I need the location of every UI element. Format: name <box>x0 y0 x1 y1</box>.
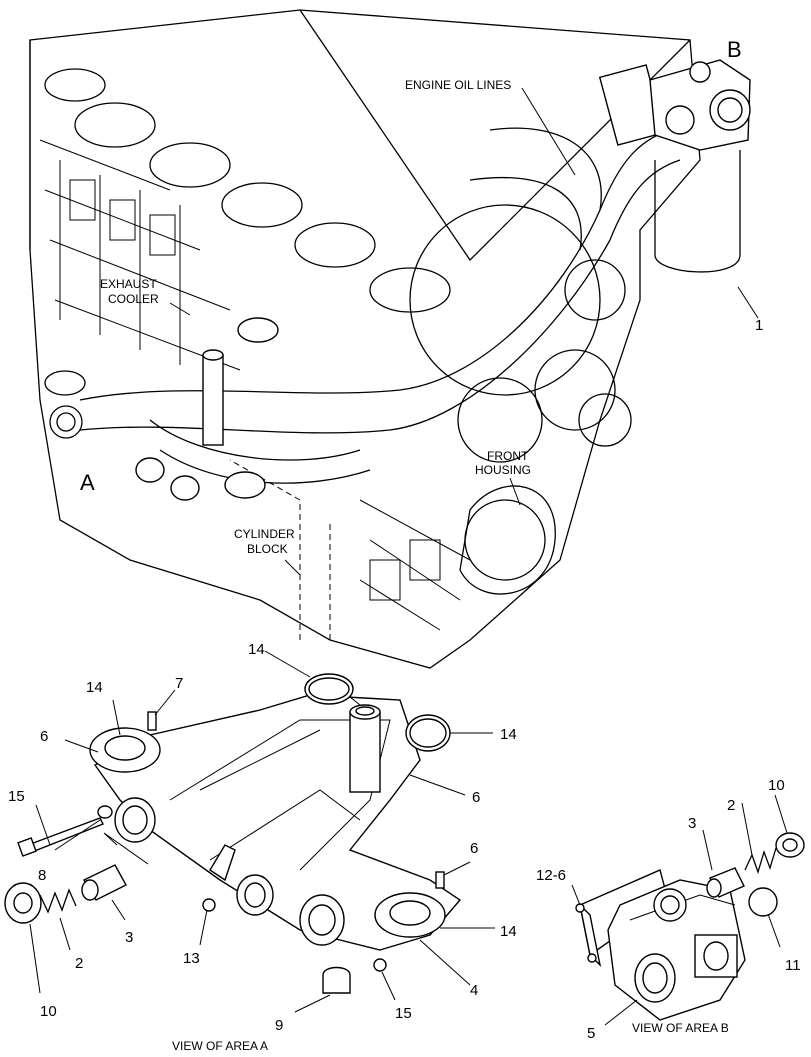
callout-6-bottom: 6 <box>470 840 478 857</box>
callout-3-right: 3 <box>688 815 696 832</box>
area-b-exploded-view <box>571 794 805 1026</box>
exhaust-cooler-label-line-1: EXHAUST <box>100 277 157 291</box>
callout-8: 8 <box>38 867 46 884</box>
callout-14-left: 14 <box>86 679 103 696</box>
exhaust-cooler-label-line-2: COOLER <box>108 292 159 306</box>
engine-oil-lines-label: ENGINE OIL LINES <box>405 78 511 92</box>
front-housing-label-line-2: HOUSING <box>475 463 531 477</box>
view-area-b-caption: VIEW OF AREA B <box>632 1021 729 1035</box>
callout-2-right: 2 <box>727 797 735 814</box>
callout-6-top-left: 6 <box>40 728 48 745</box>
cylinder-block-label-line-2: BLOCK <box>247 542 288 556</box>
callout-15-left: 15 <box>8 788 25 805</box>
cylinder-block-label-line-1: CYLINDER <box>234 527 295 541</box>
callout-10-right: 10 <box>768 777 785 794</box>
callout-3-left: 3 <box>125 929 133 946</box>
area-b-marker: B <box>727 37 742 62</box>
callout-7: 7 <box>175 675 183 692</box>
callout-5: 5 <box>587 1025 595 1042</box>
area-a-exploded-view <box>4 650 495 1013</box>
callout-11: 11 <box>785 957 801 974</box>
callout-6-right: 6 <box>472 789 480 806</box>
callout-2-left: 2 <box>75 955 83 972</box>
front-housing-label-line-1: FRONT <box>487 449 529 463</box>
engine-assembly-illustration <box>29 9 759 669</box>
callout-14-bottom: 14 <box>500 923 517 940</box>
callout-9: 9 <box>275 1017 283 1034</box>
callout-14-top: 14 <box>248 641 265 658</box>
callout-13: 13 <box>183 950 200 967</box>
area-a-marker: A <box>80 470 95 495</box>
callout-15-bottom: 15 <box>395 1005 412 1022</box>
callout-4: 4 <box>470 982 478 999</box>
callout-14-right: 14 <box>500 726 517 743</box>
callout-10-left: 10 <box>40 1003 57 1020</box>
callout-1: 1 <box>755 317 763 334</box>
view-area-a-caption: VIEW OF AREA A <box>172 1039 268 1053</box>
callout-12-6: 12-6 <box>536 867 566 884</box>
